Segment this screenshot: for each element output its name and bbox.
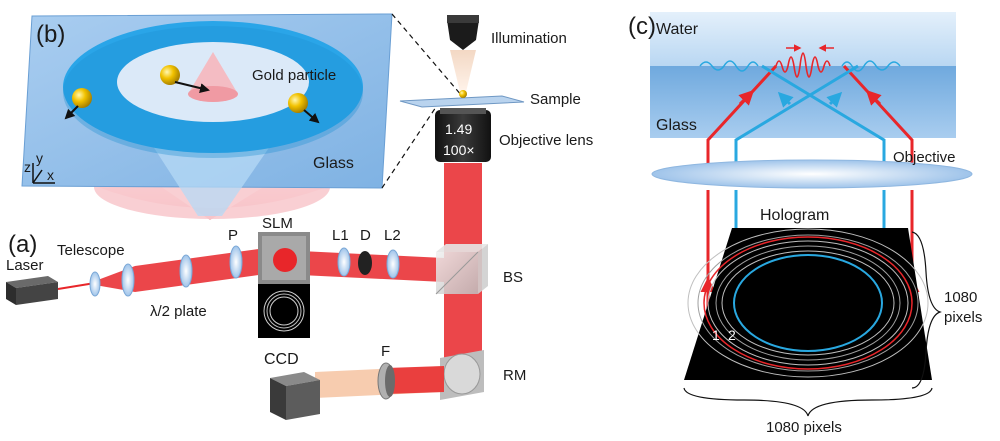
half-wave-plate [179, 254, 193, 288]
axis-z-label: z [24, 159, 31, 175]
spp-wave-center [775, 52, 831, 78]
panel-c-tag: (c) [628, 13, 656, 40]
glass-label-b: Glass [313, 155, 354, 172]
red-rays [706, 64, 914, 164]
telescope-lens-2 [121, 263, 135, 297]
lens-l1-label: L1 [332, 227, 349, 244]
condenser-cap [447, 15, 479, 23]
central-cone-base [188, 86, 238, 102]
laser-source [6, 276, 58, 305]
beam-rm-to-f [386, 366, 444, 394]
polarizer [229, 245, 243, 279]
water-label: Water [656, 21, 699, 38]
particle-arrow-center [174, 81, 210, 93]
hologram-label: Hologram [760, 207, 829, 224]
diaphragm [358, 251, 372, 275]
objective-na: 1.49 [445, 121, 472, 137]
glass-label-c: Glass [656, 117, 697, 134]
slm-device [258, 232, 310, 284]
reflecting-mirror [440, 350, 484, 400]
polarizer-label: P [228, 227, 238, 244]
lens-l2 [386, 249, 400, 279]
main-beam [135, 246, 280, 292]
ring-1-label: 1 [712, 327, 720, 343]
ccd-camera [270, 372, 320, 420]
filter-rim [385, 365, 395, 397]
filter-label: F [381, 343, 390, 360]
sample-slide [399, 95, 525, 108]
particle-arrow-right [303, 109, 320, 124]
panel-a: Illumination Sample 1.49 100× Objective … [6, 15, 593, 420]
panel-a-tag: (a) [8, 231, 37, 258]
bottom-brace [683, 387, 933, 417]
diaphragm-label: D [360, 227, 371, 244]
glass-region [650, 66, 956, 138]
illumination-beam [450, 50, 476, 92]
telescope-lens-1 [89, 271, 101, 297]
particle-arrow-left [64, 105, 79, 120]
right-brace [911, 231, 942, 389]
pixels-right-num: 1080 [944, 289, 977, 306]
zoom-line-bottom [381, 103, 439, 189]
panel-b: (b) Gold particle Glass z y x [21, 13, 393, 220]
axes-triad: z y x [24, 150, 55, 184]
ring-2-label: 2 [728, 327, 736, 343]
lens-l1 [337, 247, 351, 277]
bs-label: BS [503, 269, 523, 286]
slm-label: SLM [262, 215, 293, 232]
objective-top [440, 108, 486, 114]
spp-wave-right [841, 60, 901, 72]
half-wave-label: λ/2 plate [150, 303, 207, 320]
pixels-bottom-label: 1080 pixels [766, 419, 842, 436]
laser-label: Laser [6, 257, 44, 274]
blue-rays [734, 64, 886, 164]
gold-particle-label: Gold particle [252, 67, 336, 84]
axis-x-label: x [47, 167, 54, 183]
spp-wave-left [699, 60, 759, 72]
illumination-label: Illumination [491, 30, 567, 47]
slm-hologram-inset [258, 284, 310, 338]
objective-body [435, 110, 491, 162]
objective-lens-c [651, 159, 973, 189]
laser-thin-beam [57, 282, 96, 290]
water-region [650, 12, 956, 66]
sample-particle [459, 90, 467, 98]
ccd-label: CCD [264, 351, 299, 368]
hologram-panel: 1 2 [684, 228, 932, 380]
axis-y-label: y [36, 150, 43, 166]
objective-mag: 100× [443, 142, 475, 158]
sample-label: Sample [530, 91, 581, 108]
panel-b-tag: (b) [36, 21, 65, 48]
illumination-condenser [447, 20, 479, 50]
beam-splitter [435, 244, 488, 295]
objective-label: Objective lens [499, 132, 593, 149]
panel-c: Water Glass (c) Objective [628, 12, 982, 436]
lens-l2-label: L2 [384, 227, 401, 244]
gold-particle-left [72, 88, 92, 108]
telescope-label: Telescope [57, 242, 125, 259]
pixels-right-unit: pixels [944, 309, 982, 326]
gold-particle-right [288, 93, 308, 113]
objective-label-c: Objective [893, 149, 956, 166]
rm-label: RM [503, 367, 526, 384]
gold-particle-center [160, 65, 180, 85]
